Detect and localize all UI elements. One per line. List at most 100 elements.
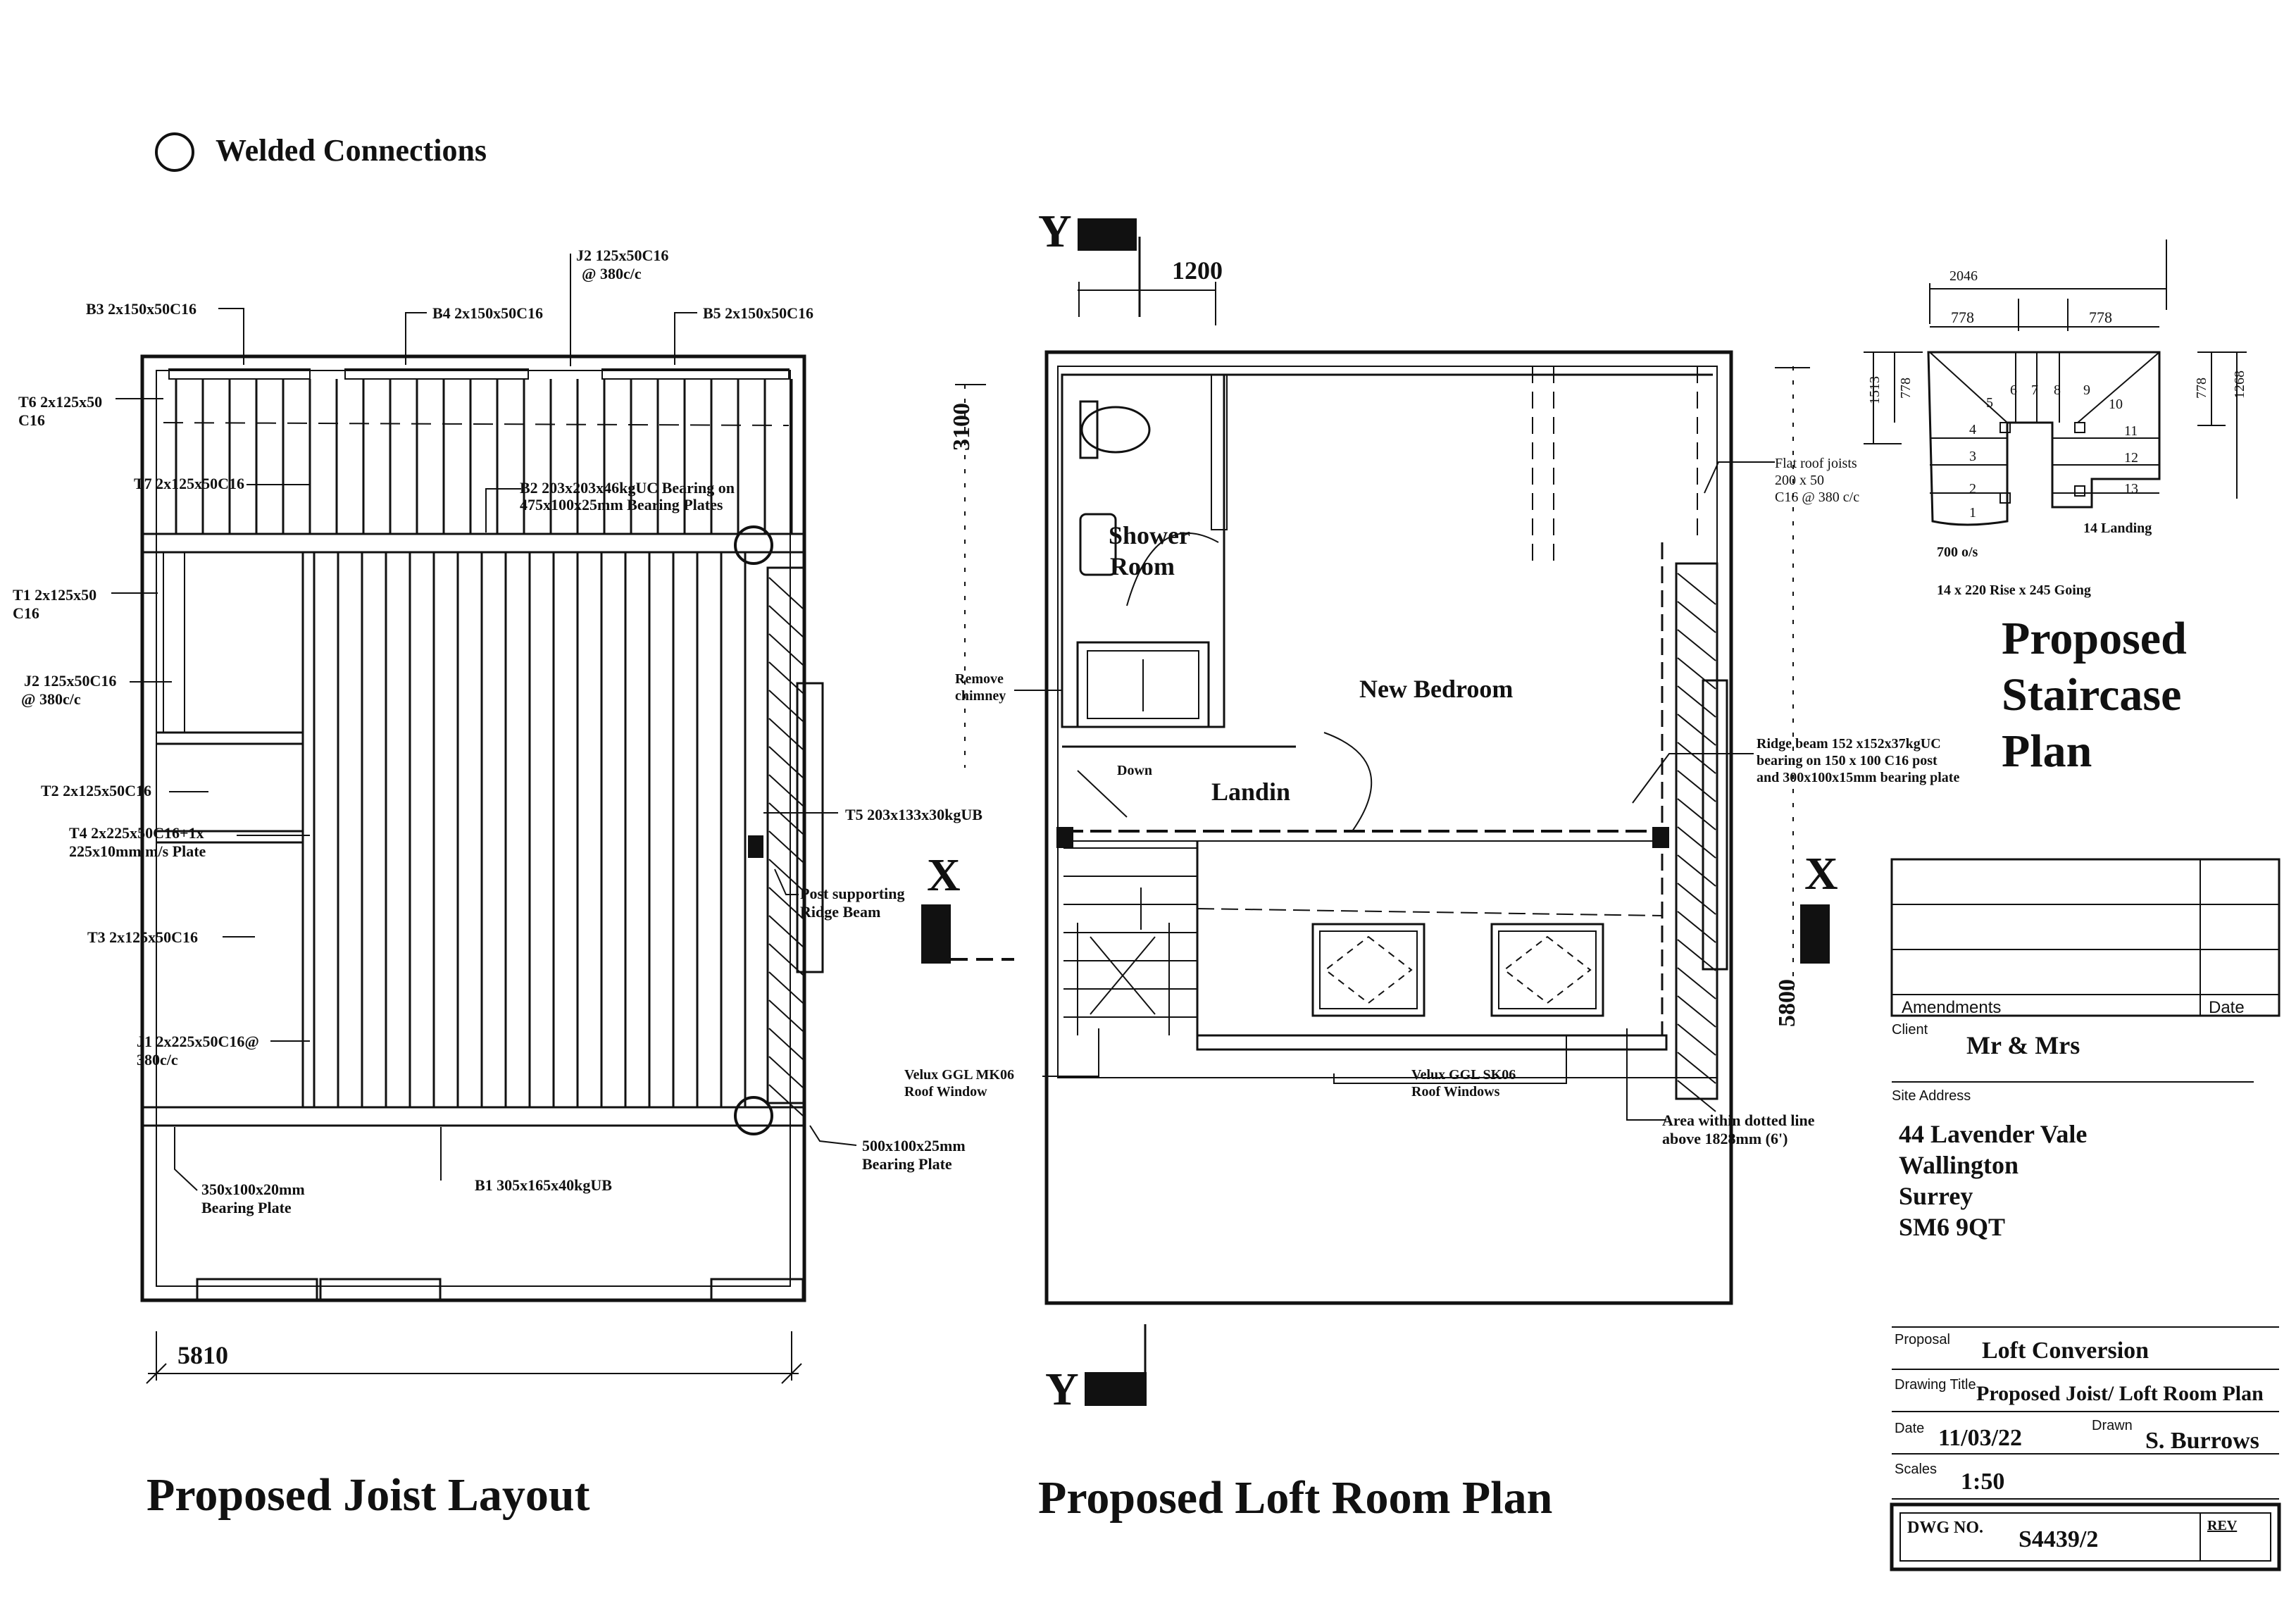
stair-step-11: 11 xyxy=(2124,423,2138,439)
label-b3: B3 2x150x50C16 xyxy=(86,300,196,318)
label-b2-plates: 475x100x25mm Bearing Plates xyxy=(520,496,723,513)
label-j2-top: J2 125x50C16 xyxy=(576,247,668,264)
stair-step-8: 8 xyxy=(2054,382,2061,398)
label-t3: T3 2x125x50C16 xyxy=(87,928,198,946)
welded-connection-legend-icon xyxy=(155,132,194,172)
label-t4: T4 2x225x50C16+1x xyxy=(69,824,204,842)
scale-value: 1:50 xyxy=(1961,1469,2004,1495)
dwg-no-label: DWG NO. xyxy=(1907,1519,1983,1537)
title-block: Amendments Date Client Mr & Mrs Site Add… xyxy=(1890,858,2281,1571)
welded-connection-icon xyxy=(734,525,773,565)
site-address-line-2: Wallington xyxy=(1899,1151,2019,1179)
beam-b1 xyxy=(141,1106,806,1127)
amendments-label: Amendments xyxy=(1902,998,2001,1017)
staircase-plan: 2046 778 778 1513 778 778 1268 1 2 3 4 5… xyxy=(1864,239,2247,777)
label-t4-plate: 225x10mm m/s Plate xyxy=(69,842,206,860)
stair-step-4: 4 xyxy=(1969,422,1976,437)
drawing-title-label: Drawing Title xyxy=(1895,1377,1976,1393)
stair-dimension-778-vertical-left: 778 xyxy=(1898,378,1914,399)
drawn-value: S. Burrows xyxy=(2145,1428,2259,1454)
label-plate-500: 500x100x25mm xyxy=(862,1137,966,1154)
site-address-line-4: SM6 9QT xyxy=(1899,1213,2005,1241)
ridge-beam-plate: and 300x100x15mm bearing plate xyxy=(1757,770,1959,785)
dimension-3100: 3100 xyxy=(949,403,975,451)
ridge-beam-bearing: bearing on 150 x 100 C16 post xyxy=(1757,753,1938,768)
dimension-5810: 5810 xyxy=(177,1341,228,1369)
stair-step-10: 10 xyxy=(2109,397,2123,412)
label-b2: B2 203x203x46kgUC Bearing on xyxy=(520,479,735,497)
stair-dimension-778-right: 778 xyxy=(2089,309,2112,326)
area-height-label: above 1828mm (6') xyxy=(1662,1130,1787,1147)
joist-layout-title: Proposed Joist Layout xyxy=(146,1469,590,1521)
label-b4: B4 2x150x50C16 xyxy=(432,304,543,322)
velux-mk06-type: Roof Window xyxy=(904,1084,987,1100)
date-label: Date xyxy=(1895,1421,1924,1436)
staircase-title-3: Plan xyxy=(2002,725,2092,777)
wc-icon xyxy=(1080,406,1151,454)
stair-dimension-1513: 1513 xyxy=(1867,376,1883,404)
site-address-line-3: Surrey xyxy=(1899,1182,1973,1210)
drawing-title-value: Proposed Joist/ Loft Room Plan xyxy=(1976,1382,2264,1405)
stair-landing-label: 14 Landing xyxy=(2083,521,2152,536)
label-j1: J1 2x225x50C16@ xyxy=(137,1033,259,1050)
proposal-label: Proposal xyxy=(1895,1332,1950,1347)
drawn-label: Drawn xyxy=(2092,1418,2133,1433)
label-t6: T6 2x125x50 xyxy=(18,393,102,411)
stair-overstep-label: 700 o/s xyxy=(1937,544,1978,560)
velux-sk06-type: Roof Windows xyxy=(1411,1084,1500,1100)
ridge-post xyxy=(748,835,763,858)
label-t7: T7 2x125x50C16 xyxy=(134,475,244,492)
label-j2-left-spacing: @ 380c/c xyxy=(21,690,81,708)
stair-step-2: 2 xyxy=(1969,481,1976,497)
joist-layout-plan: 5810 B3 2x150x50C16 B4 2x150x50C16 B5 2x… xyxy=(13,247,982,1384)
client-name: Mr & Mrs xyxy=(1966,1031,2080,1059)
section-marker-x-right: X xyxy=(1804,848,1838,899)
new-bedroom-label: New Bedroom xyxy=(1359,675,1513,703)
rev-label: REV xyxy=(2207,1518,2238,1533)
client-label: Client xyxy=(1892,1022,1928,1038)
shower-room-label: Shower xyxy=(1109,521,1190,549)
flat-roof-joists-label: Flat roof joists xyxy=(1775,456,1857,471)
area-dotted-line-label: Area within dotted line xyxy=(1662,1111,1815,1129)
stair-dimension-2046: 2046 xyxy=(1949,268,1978,284)
stair-step-5: 5 xyxy=(1986,395,1993,411)
stair-step-9: 9 xyxy=(2083,382,2090,398)
date-column-label: Date xyxy=(2209,998,2245,1017)
date-value: 11/03/22 xyxy=(1938,1425,2022,1451)
site-address-label: Site Address xyxy=(1892,1088,1971,1104)
remove-chimney-label: Remove xyxy=(955,671,1004,687)
shower-room-label-2: Room xyxy=(1110,552,1175,580)
label-t6-grade: C16 xyxy=(18,411,45,429)
down-label: Down xyxy=(1117,763,1152,778)
staircase-title: Proposed xyxy=(2002,613,2187,664)
welded-connections-legend: Welded Connections xyxy=(216,133,487,168)
section-marker-x-left: X xyxy=(927,849,961,901)
ridge-beam-label: Ridge beam 152 x152x37kgUC xyxy=(1757,736,1941,752)
section-marker-y-bottom: Y xyxy=(1045,1364,1079,1415)
stair-dimension-1268: 1268 xyxy=(2232,370,2247,399)
label-b1: B1 305x165x40kgUB xyxy=(475,1176,612,1194)
dimension-5800: 5800 xyxy=(1774,979,1800,1027)
label-t5: T5 203x133x30kgUB xyxy=(845,806,982,823)
label-post-ridge: Ridge Beam xyxy=(800,903,880,921)
label-t1: T1 2x125x50 xyxy=(13,586,96,604)
stair-step-1: 1 xyxy=(1969,505,1976,521)
loft-room-plan-title: Proposed Loft Room Plan xyxy=(1038,1472,1552,1524)
flat-roof-joists-spacing: C16 @ 380 c/c xyxy=(1775,490,1859,505)
welded-connection-icon xyxy=(734,1096,773,1135)
loft-room-plan: 1200 3100 5800 Y Y X X Shower Room New B xyxy=(904,206,1959,1415)
site-address-line-1: 44 Lavender Vale xyxy=(1899,1120,2087,1148)
dwg-no-value: S4439/2 xyxy=(2019,1526,2098,1552)
velux-sk06-label: Velux GGL SK06 xyxy=(1411,1067,1516,1083)
stair-step-13: 13 xyxy=(2124,481,2138,497)
flat-roof-joists-size: 200 x 50 xyxy=(1775,473,1824,488)
stair-step-7: 7 xyxy=(2031,382,2038,398)
stair-dimension-778-left: 778 xyxy=(1951,309,1974,326)
scales-label: Scales xyxy=(1895,1462,1937,1477)
proposal-value: Loft Conversion xyxy=(1982,1338,2149,1364)
dimension-1200: 1200 xyxy=(1172,256,1223,285)
stair-step-6: 6 xyxy=(2010,382,2017,398)
label-j1-spacing: 380c/c xyxy=(137,1051,178,1069)
label-t2: T2 2x125x50C16 xyxy=(41,782,151,799)
